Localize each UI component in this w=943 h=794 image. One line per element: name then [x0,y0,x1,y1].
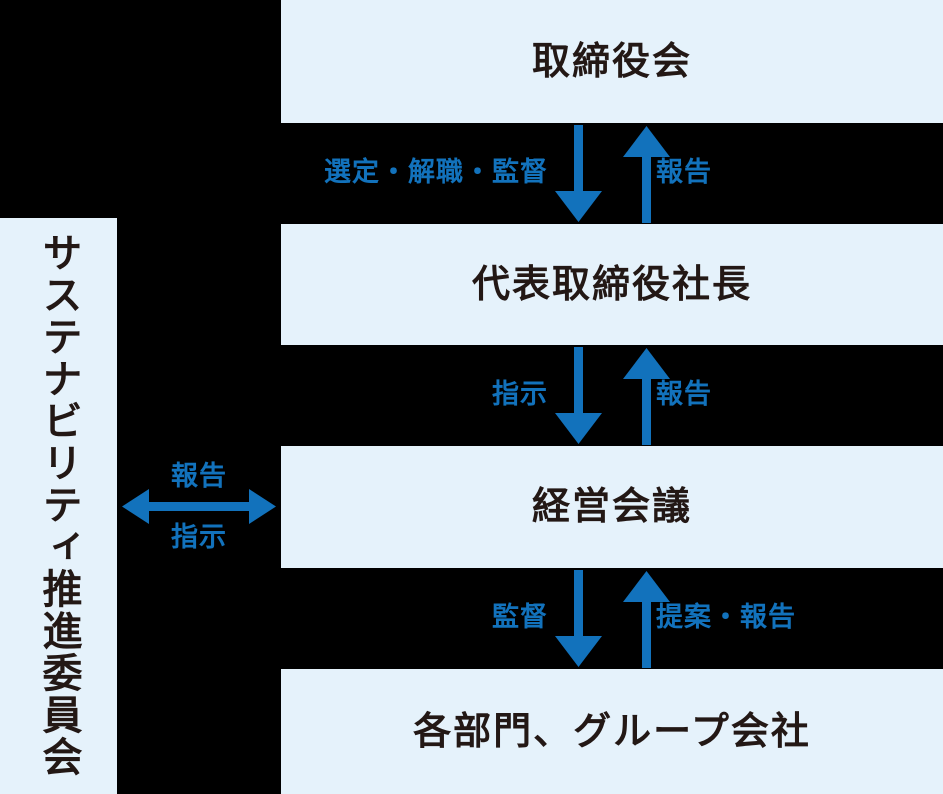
node-president: 代表取締役社長 [281,224,943,345]
edge-label-report-to-president: 報告 [656,379,712,409]
node-president-label: 代表取締役社長 [471,263,752,306]
edge-label-instruction: 指示 [492,379,548,409]
edge-management-divisions: 監督 提案・報告 [281,568,943,669]
down-up-arrow-icons [555,125,670,223]
bidirectional-arrow-group: 報告 指示 [117,447,281,569]
node-management-meeting-label: 経営会議 [531,486,692,528]
edge-label-report-to-board: 報告 [656,157,712,187]
edge-label-selection-dismissal-supervision: 選定・解職・監督 [324,157,548,187]
committee-panel: サステナビリティ推進委員会 [0,218,117,794]
bidirectional-arrow-icon [122,489,276,524]
node-board-label: 取締役会 [531,40,692,83]
down-up-arrow-icons [555,570,670,668]
bidir-label-instruction: 指示 [171,522,227,552]
node-board: 取締役会 [281,0,943,123]
node-management-meeting: 経営会議 [281,446,943,568]
bidir-label-report: 報告 [171,461,227,491]
node-divisions-group-companies-label: 各部門、グループ会社 [413,710,811,753]
edge-label-supervision: 監督 [492,602,548,632]
edge-board-president: 選定・解職・監督 報告 [281,123,943,224]
edge-label-proposal-report: 提案・報告 [656,602,796,632]
down-up-arrow-icons [555,347,670,445]
edge-president-management: 指示 報告 [281,345,943,446]
committee-label: サステナビリティ推進委員会 [36,232,81,778]
node-divisions-group-companies: 各部門、グループ会社 [281,669,943,794]
